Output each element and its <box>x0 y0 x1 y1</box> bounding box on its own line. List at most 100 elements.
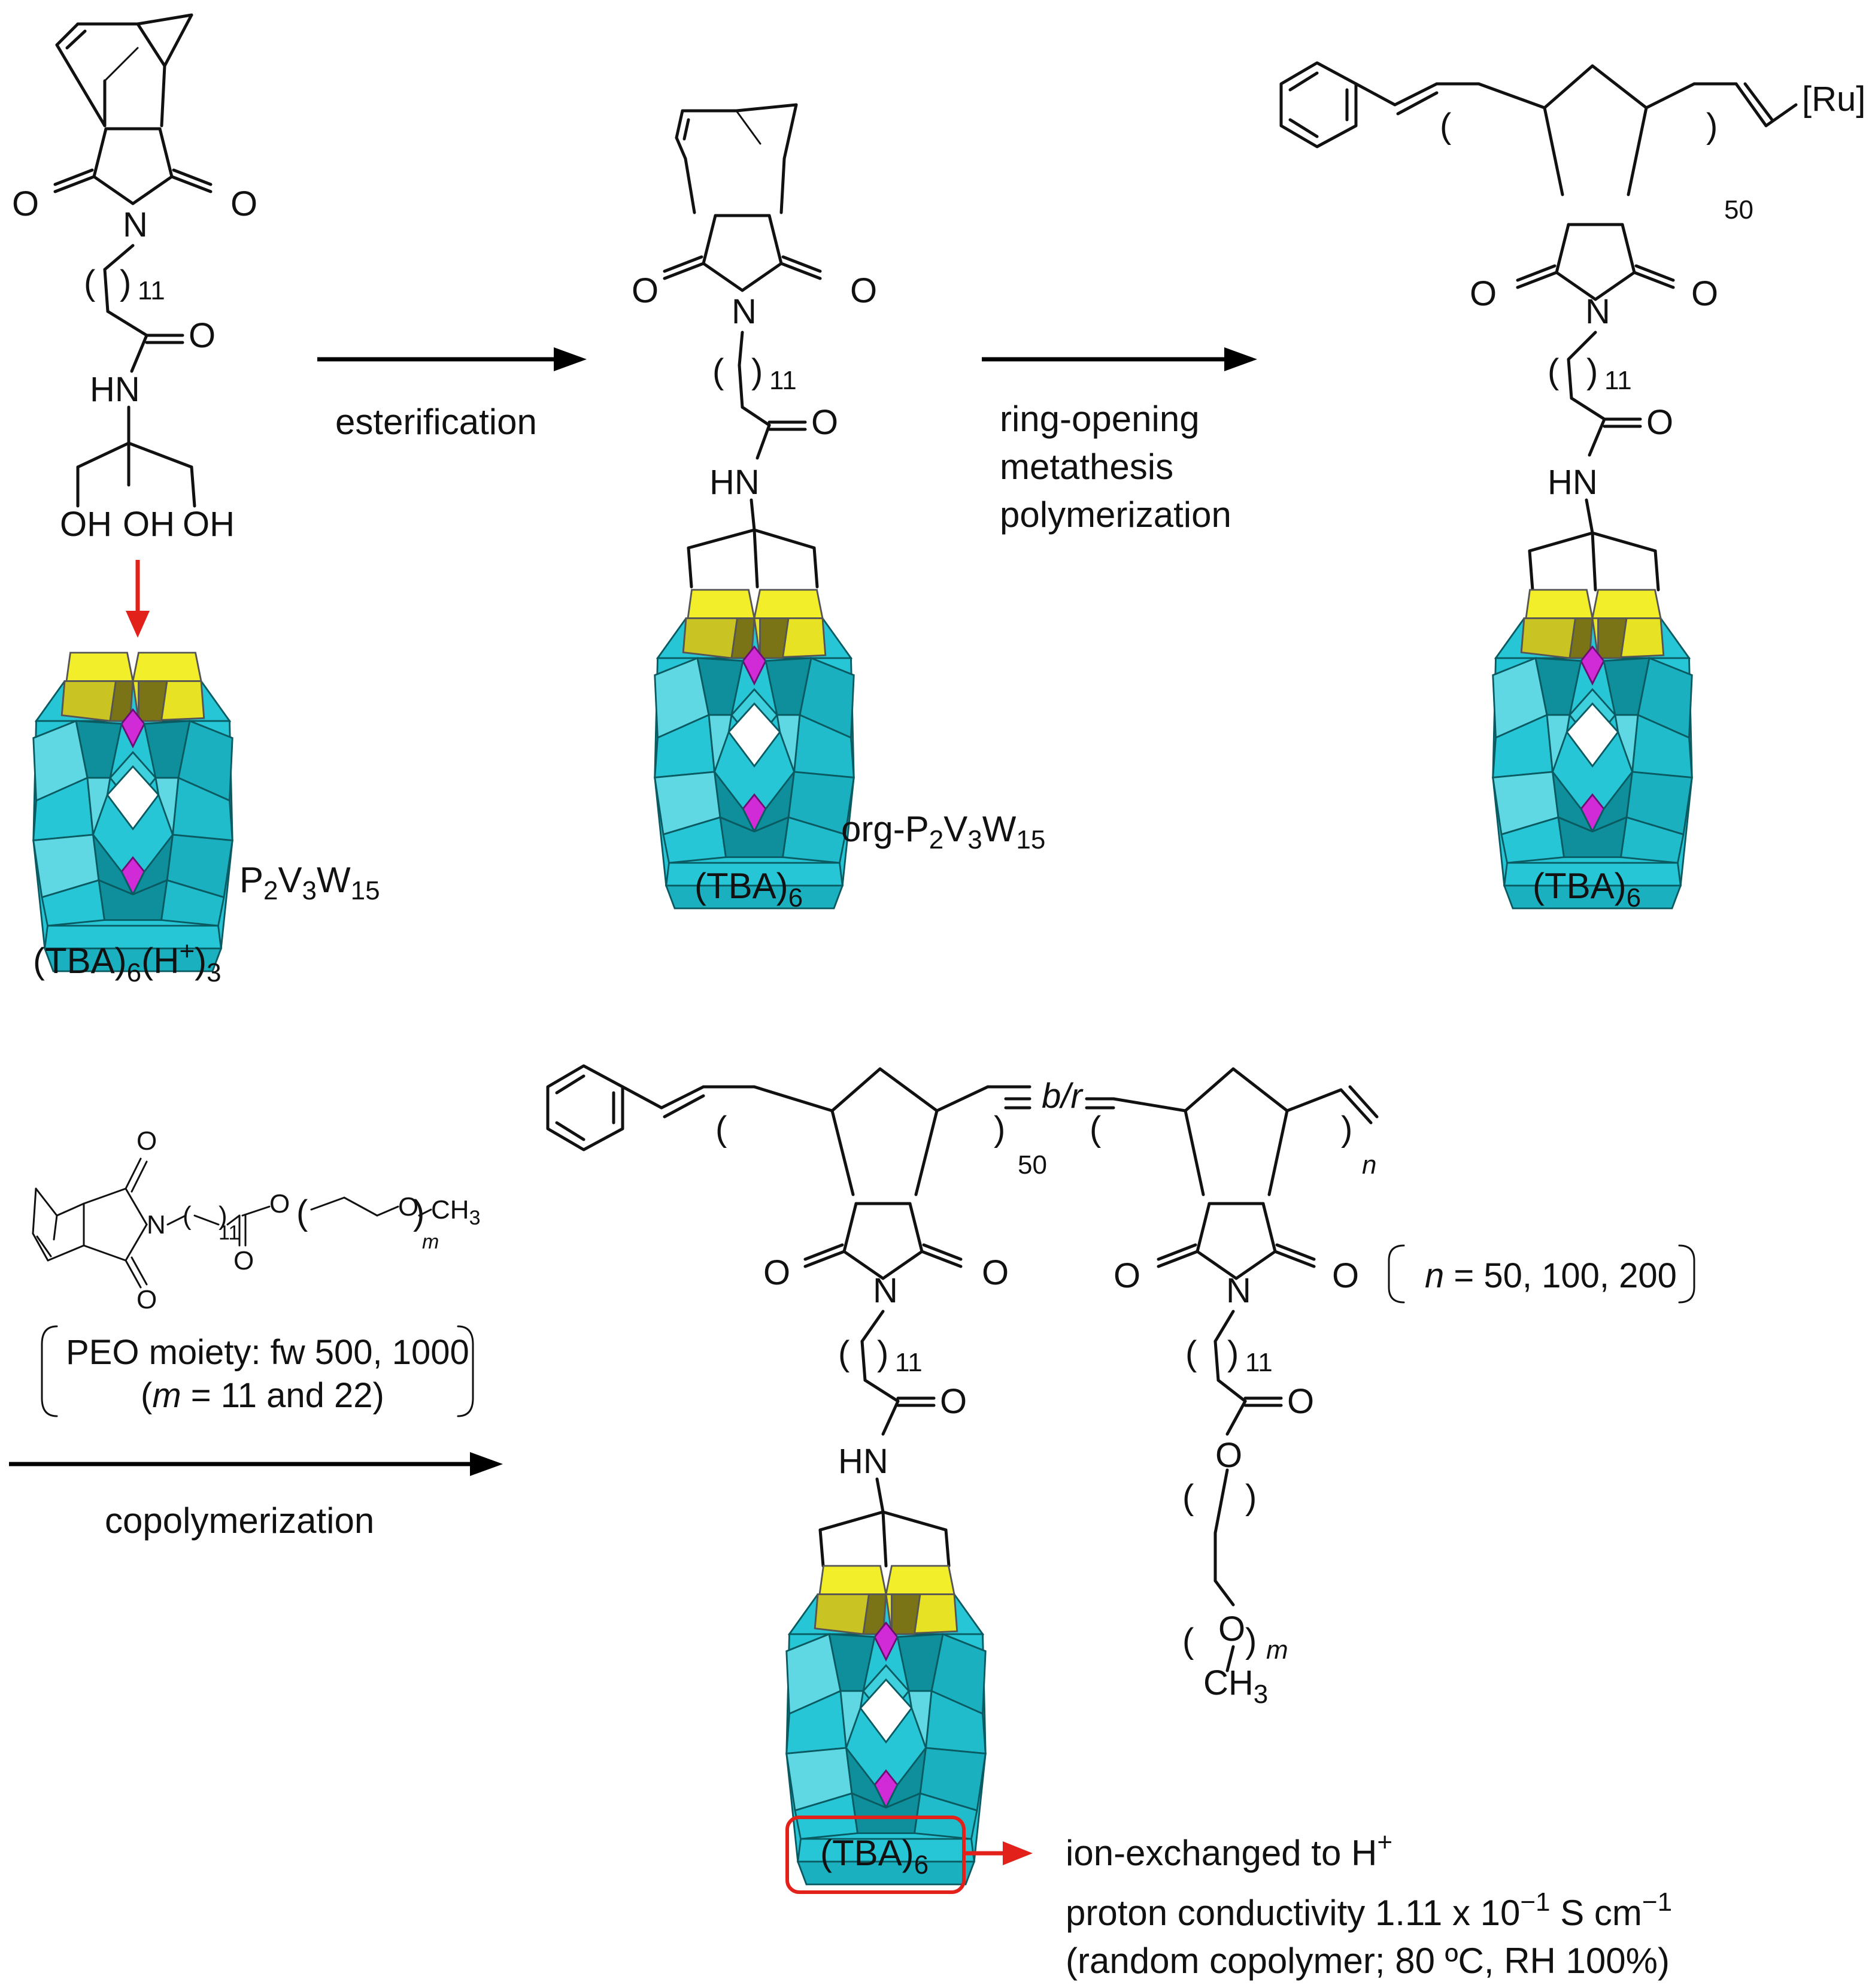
cp2-paren-open: ( <box>1185 1334 1197 1373</box>
peo-mono-n: N <box>147 1210 166 1240</box>
cp2-peo-paren-close2: ) <box>1245 1622 1257 1660</box>
cp2-peo-paren-open2: ( <box>1182 1622 1194 1660</box>
peo-mono-sub-11: 11 <box>219 1222 239 1244</box>
block1-paren-open: ( <box>715 1110 727 1148</box>
peo-mono-o4: O <box>269 1189 290 1219</box>
peo-info-line1: PEO moiety: fw 500, 1000 <box>66 1333 469 1372</box>
homopolymer: ( ) 50 [Ru] O O N ( ) 11 O HN <box>1279 61 1865 592</box>
copolymerization-label: copolymerization <box>105 1501 374 1541</box>
amide-o: O <box>811 403 838 442</box>
peo-info-box: PEO moiety: fw 500, 1000 (m = 11 and 22) <box>41 1325 474 1417</box>
carbonyl-o-right: O <box>850 271 877 310</box>
ru-end-group: [Ru] <box>1802 80 1865 119</box>
cp2-carbonyl-o-left: O <box>1114 1256 1140 1295</box>
cp2-peo-m: m <box>1266 1635 1288 1665</box>
n-values-label: n = 50, 100, 200 <box>1425 1256 1677 1295</box>
cp2-imide-n: N <box>1226 1271 1251 1310</box>
cp2-peo-paren-open: ( <box>1182 1478 1194 1517</box>
cp2-ester-o: O <box>1287 1382 1314 1421</box>
paren-close: ) <box>120 263 131 302</box>
imide-n: N <box>123 205 148 244</box>
carbonyl-o-right: O <box>1691 274 1718 313</box>
hydroxyl-2: OH <box>123 505 175 544</box>
dp-sub-50: 50 <box>1724 195 1753 225</box>
org-pom-hybrid: O O N ( ) 11 O HN <box>632 103 877 589</box>
paren-close: ) <box>751 352 763 391</box>
block1-sub-50: 50 <box>1018 1150 1047 1180</box>
cp2-peo-paren-close: ) <box>1245 1478 1257 1517</box>
block-random-label: b/r <box>1042 1077 1084 1116</box>
tba6-h3-label: (TBA)6(H+)3 <box>33 937 222 987</box>
cp2-sub-11: 11 <box>1245 1348 1273 1377</box>
block2-n: n <box>1362 1150 1376 1180</box>
amide-hn: HN <box>1548 463 1598 502</box>
tba6-label-2: (TBA)6 <box>694 866 803 913</box>
copolymer: ( ) 50 b/r ( ) n O O N ( ) 11 <box>546 1064 1379 1709</box>
esterification-label: esterification <box>335 402 537 442</box>
romp-label-1: ring-opening <box>1000 399 1200 439</box>
pom-cluster-1 <box>32 651 233 972</box>
amide-o: O <box>189 316 216 355</box>
amide-o: O <box>1646 403 1673 442</box>
peo-mono-o3: O <box>233 1246 254 1275</box>
red-right-arrow <box>965 1841 1033 1865</box>
peo-mono-m: m <box>422 1231 439 1253</box>
p2v3w15-label: P2V3W15 <box>239 860 380 905</box>
hydroxyl-1: OH <box>60 505 112 544</box>
peo-mono-paren-close: ) <box>219 1201 227 1231</box>
cp2-ch3: CH3 <box>1203 1663 1268 1709</box>
repeat-paren-close: ) <box>1706 107 1718 146</box>
romp-label-3: polymerization <box>1000 495 1231 535</box>
paren-open: ( <box>1548 352 1559 391</box>
paren-open: ( <box>84 263 95 302</box>
peo-mono-paren-open: ( <box>183 1201 192 1231</box>
paren-close: ) <box>1586 352 1598 391</box>
pom-cluster-3 <box>1492 589 1693 910</box>
peo-mono-o5: O <box>398 1192 418 1222</box>
cp1-carbonyl-o-left: O <box>763 1253 790 1292</box>
chain-sub-11: 11 <box>769 366 797 395</box>
peo-mono-paren-close2: ) <box>413 1193 424 1232</box>
cp2-ester-o2: O <box>1215 1436 1242 1475</box>
imide-n: N <box>1585 292 1610 331</box>
cp2-paren-close: ) <box>1227 1334 1239 1373</box>
proton-conductivity-label: proton conductivity 1.11 x 10−1 S cm−1 <box>1066 1887 1672 1933</box>
cp1-sub-11: 11 <box>895 1348 923 1377</box>
cp1-amide-o: O <box>940 1382 967 1421</box>
cp2-peo-o: O <box>1218 1610 1245 1648</box>
block1-paren-close: ) <box>994 1110 1005 1148</box>
repeat-paren-open: ( <box>1440 107 1451 146</box>
hydroxyl-3: OH <box>183 505 235 544</box>
imide-n: N <box>732 292 757 331</box>
carbonyl-o-left: O <box>632 271 659 310</box>
tba6-label-3: (TBA)6 <box>1533 866 1641 913</box>
block2-paren-close: ) <box>1341 1110 1352 1148</box>
peo-mono-paren-open2: ( <box>296 1193 308 1232</box>
cp1-paren-open: ( <box>838 1334 849 1373</box>
amide-hn: HN <box>709 463 760 502</box>
peo-mono-ch3: CH3 <box>431 1195 480 1229</box>
arrow-romp <box>982 347 1257 371</box>
chain-sub-11: 11 <box>138 276 165 305</box>
n-info-box: n = 50, 100, 200 <box>1388 1244 1695 1304</box>
red-down-arrow <box>126 560 150 638</box>
block2-paren-open: ( <box>1090 1110 1101 1148</box>
monomer-triol: O O N ( ) 11 O HN OH OH OH <box>12 13 257 544</box>
pom-cluster-2 <box>654 589 855 910</box>
cp1-imide-n: N <box>873 1271 898 1310</box>
romp-label-2: metathesis <box>1000 447 1173 487</box>
peo-mono-o1: O <box>136 1126 157 1156</box>
peo-info-line2: (m = 11 and 22) <box>141 1376 384 1415</box>
tba6-highlight-box <box>785 1816 966 1894</box>
paren-open: ( <box>712 352 724 391</box>
peo-mono-o2: O <box>136 1285 157 1314</box>
carbonyl-o-left: O <box>12 184 39 223</box>
tba6-label-4: (TBA)6 <box>820 1833 929 1880</box>
conditions-label: (random copolymer; 80 ºC, RH 100%) <box>1066 1941 1670 1981</box>
peo-monomer: O O N ( ) 11 O O ( O ) m CH3 <box>32 1126 480 1314</box>
org-p2v3w15-label: org-P2V3W15 <box>841 809 1045 854</box>
cp1-carbonyl-o-right: O <box>982 1253 1009 1292</box>
cp1-paren-close: ) <box>877 1334 888 1373</box>
cp1-amide-hn: HN <box>838 1442 888 1481</box>
